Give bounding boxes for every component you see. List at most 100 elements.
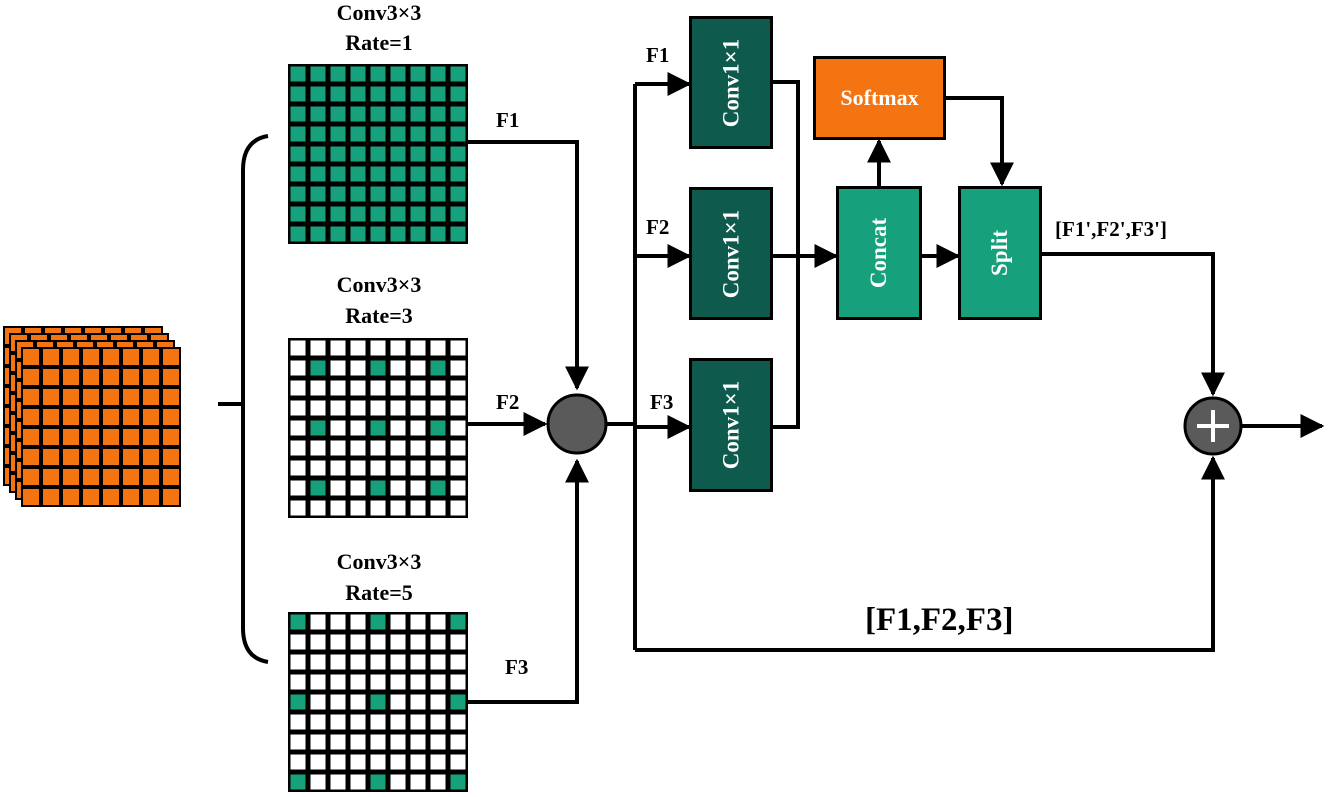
kernel-grid-rate-5 xyxy=(288,612,468,792)
kernel-cell xyxy=(410,734,426,750)
kernel-cell-active xyxy=(350,206,366,222)
kernel-cell xyxy=(350,480,366,496)
kernel-cell xyxy=(350,754,366,770)
split-label: Split xyxy=(987,229,1012,277)
kernel-cell-active xyxy=(330,186,346,202)
kernel-cell xyxy=(370,380,386,396)
kernel-cell xyxy=(450,460,466,476)
kernel-cell-active xyxy=(330,146,346,162)
kernel-cell-active xyxy=(290,166,306,182)
kernel-cell xyxy=(290,754,306,770)
kernel-cell xyxy=(390,360,406,376)
kernel-cell-active xyxy=(410,66,426,82)
kernel-cell-active xyxy=(350,226,366,242)
split-to-add-wire xyxy=(1042,252,1225,397)
feature-cell xyxy=(63,469,79,485)
conv2-input-label: F2 xyxy=(646,215,670,239)
feature-cell xyxy=(23,449,39,465)
kernel-cell-active xyxy=(390,206,406,222)
feature-cell xyxy=(83,449,99,465)
feature-cell xyxy=(23,389,39,405)
feature-cell xyxy=(43,469,59,485)
kernel-cell xyxy=(450,440,466,456)
kernel-cell-active xyxy=(390,66,406,82)
conv1-input-label: F1 xyxy=(646,43,670,67)
kernel-cell xyxy=(450,654,466,670)
feature-cell xyxy=(123,349,139,365)
branch-bracket xyxy=(241,134,269,664)
kernel-cell-active xyxy=(450,86,466,102)
kernel-cell xyxy=(390,694,406,710)
kernel-cell xyxy=(430,440,446,456)
kernel-cell-active xyxy=(310,66,326,82)
skip-wire xyxy=(635,455,1225,652)
kernel-cell xyxy=(350,614,366,630)
softmax-label: Softmax xyxy=(840,85,919,110)
feature-cell xyxy=(143,409,159,425)
feature-cell xyxy=(143,349,159,365)
kernel-cell-active xyxy=(370,226,386,242)
feature-cell xyxy=(43,489,59,505)
kernel-grid-rate-1 xyxy=(288,64,468,244)
plus-icon xyxy=(1183,396,1243,456)
kernel-cell-active xyxy=(290,614,306,630)
sum-node xyxy=(546,393,608,455)
kernel-cell-active xyxy=(370,186,386,202)
feature-cell xyxy=(123,489,139,505)
kernel-cell-active xyxy=(430,166,446,182)
kernel-cell xyxy=(310,614,326,630)
feature-cell xyxy=(23,349,39,365)
kernel-cell xyxy=(290,340,306,356)
kernel-cell xyxy=(350,400,366,416)
kernel-cell xyxy=(350,420,366,436)
branch3-title: Conv3×3 xyxy=(336,549,422,574)
kernel-cell-active xyxy=(410,126,426,142)
feature-cell xyxy=(123,449,139,465)
kernel-cell xyxy=(290,654,306,670)
kernel-cell-active xyxy=(290,126,306,142)
kernel-cell xyxy=(290,400,306,416)
kernel-cell-active xyxy=(290,66,306,82)
kernel-cell xyxy=(390,714,406,730)
kernel-cell xyxy=(390,400,406,416)
kernel-cell xyxy=(350,674,366,690)
feature-cell xyxy=(103,489,119,505)
kernel-cell-active xyxy=(450,206,466,222)
kernel-cell xyxy=(330,714,346,730)
feature-cell xyxy=(23,369,39,385)
feature-cell xyxy=(63,429,79,445)
feature-cell xyxy=(43,349,59,365)
kernel-cell-active xyxy=(290,106,306,122)
kernel-cell-active xyxy=(370,86,386,102)
feature-cell xyxy=(143,429,159,445)
kernel-cell-active xyxy=(410,86,426,102)
kernel-cell-active xyxy=(290,86,306,102)
kernel-cell xyxy=(350,460,366,476)
kernel-cell xyxy=(290,460,306,476)
kernel-cell xyxy=(410,340,426,356)
kernel-cell xyxy=(310,774,326,790)
kernel-cell-active xyxy=(330,66,346,82)
kernel-cell xyxy=(350,360,366,376)
kernel-cell-active xyxy=(370,774,386,790)
kernel-cell-active xyxy=(310,186,326,202)
kernel-cell xyxy=(450,340,466,356)
kernel-cell xyxy=(310,500,326,516)
concat-block: Concat xyxy=(836,186,922,320)
kernel-cell xyxy=(330,480,346,496)
kernel-cell xyxy=(450,400,466,416)
feature-cell xyxy=(83,409,99,425)
kernel-cell-active xyxy=(290,774,306,790)
kernel-cell xyxy=(410,500,426,516)
feature-cell xyxy=(163,489,179,505)
kernel-cell xyxy=(410,674,426,690)
split-block: Split xyxy=(958,186,1042,320)
softmax-block: Softmax xyxy=(813,56,946,140)
kernel-cell xyxy=(390,420,406,436)
kernel-cell xyxy=(350,440,366,456)
kernel-cell xyxy=(390,754,406,770)
kernel-cell-active xyxy=(370,66,386,82)
kernel-cell-active xyxy=(450,106,466,122)
kernel-cell-active xyxy=(290,694,306,710)
